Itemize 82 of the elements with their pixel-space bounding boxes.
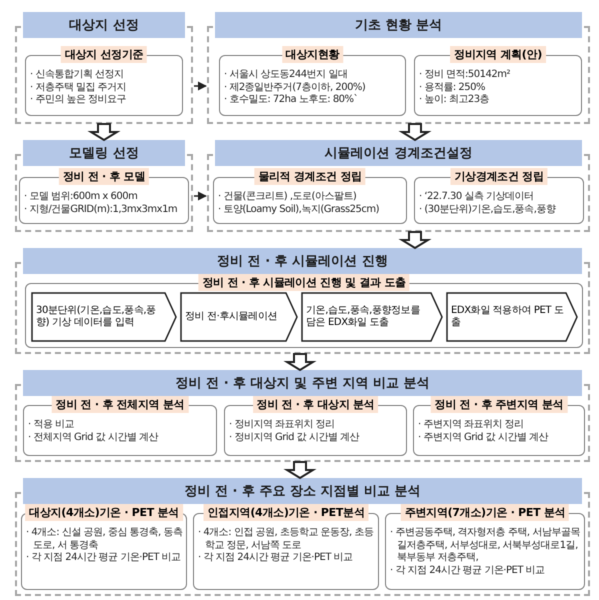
section-panel — [15, 478, 590, 596]
box-heading: 정비 전 · 후 시뮬레이션 진행 및 결과 도출 — [198, 274, 410, 291]
section-panel — [15, 140, 193, 232]
bullet-text: · 각 지점 24시간 평균 기온·PET 비교 — [390, 564, 546, 577]
process-step — [180, 292, 298, 342]
block-arrow — [283, 353, 317, 372]
step-text: 정비 전·후시뮬레이션 — [185, 310, 278, 324]
section-header: 정비 전 · 후 주요 장소 지점별 비교 분석 — [23, 478, 582, 504]
box-heading: 정비 전 · 후 모델 — [58, 168, 150, 185]
section-header: 기초 현황 분석 — [215, 12, 582, 38]
bullet-text: · 신속통합기획 선정지 — [30, 69, 125, 82]
box-heading: 주변지역(7개소)기온 · PET 분석 — [400, 504, 570, 521]
bullet-text: · 모델 범위:600m x 600m — [24, 191, 138, 204]
content-box — [213, 168, 407, 224]
content-box — [414, 168, 584, 224]
step-text: 30분단위(기온,습도,풍속,풍향) 기상 데이터를 입력 — [36, 304, 157, 330]
bullet-text: · 호수밀도: 72ha 노후도: 80%` — [224, 94, 360, 106]
box-heading: 대상지 선정기준 — [60, 46, 148, 63]
arrow — [194, 192, 207, 200]
section-header: 대상지 선정 — [23, 12, 185, 38]
bullet-text: · 전체지역 Grid 값 시간별 계산 — [28, 432, 160, 444]
bullet-text: · 주변공동주택, 격자형저층 주택, 서남부골목길저층주택, 서부성대로, 서북부성대로1길, 북부동부 저층주택, — [390, 527, 581, 564]
content-box — [385, 504, 585, 590]
box-heading: 대상지현황 — [282, 46, 344, 63]
box-heading: 정비 전 · 후 주변지역 분석 — [430, 396, 568, 413]
block-arrow — [398, 123, 432, 142]
bullet-text: · 각 지점 24시간 평균 기온·PET 비교 — [198, 552, 354, 564]
section-header: 정비 전 · 후 시뮬레이션 진행 — [23, 248, 582, 274]
content-box — [414, 46, 582, 116]
bullet-text: · (30분단위)기온,습도,풍속,풍향 — [419, 204, 557, 216]
bullet-text: · 제2종일반주거(7층이하, 200%) — [224, 82, 366, 94]
box-heading: 인접지역(4개소)기온 · PET분석 — [204, 504, 368, 521]
bullet-text: · 정비지역 Grid 값 시간별 계산 — [229, 432, 360, 444]
bullet-text: · 각 지점 24시간 평균 기온·PET 비교 — [26, 552, 182, 564]
block-arrow — [87, 123, 121, 142]
bullet-text: · 건물(콘크리트) ,도로(아스팔트) — [218, 191, 358, 204]
bullet-text: · 저층주택 밀집 주거지 — [30, 82, 128, 94]
box-heading: 물리적 경계조건 정립 — [254, 168, 366, 185]
box-heading: 정비 전 · 후 대상지 분석 — [252, 396, 378, 413]
process-step — [446, 292, 578, 342]
section-panel — [15, 248, 590, 354]
section-header: 정비 전 · 후 대상지 및 주변 지역 비교 분석 — [23, 370, 582, 396]
box-heading: 정비 전 · 후 전체지역 분석 — [52, 396, 188, 413]
content-box — [219, 46, 406, 116]
content-box — [21, 504, 187, 590]
content-box — [23, 396, 217, 456]
box-heading: 정비지역 계획(안) — [450, 46, 546, 63]
section-panel — [15, 12, 193, 124]
block-arrow — [398, 231, 432, 250]
bullet-text: · 지형/건물GRID(m):1,3mx3mx1m — [24, 204, 178, 216]
bullet-text: · ‘22.7.30 실측 기상데이터 — [419, 191, 535, 204]
bullet-text: · 용적률: 250% — [419, 82, 486, 94]
step-text: EDX화일 적용하여 PET 도출 — [451, 304, 564, 330]
bullet-text: · 정비 면적:50142m² — [419, 69, 511, 82]
arrow — [194, 82, 207, 90]
bullet-text: · 높이: 최고23층 — [419, 94, 490, 106]
bullet-text: · 주민의 높은 정비요구 — [30, 94, 128, 106]
section-header: 모델링 선정 — [23, 140, 185, 166]
content-box — [413, 396, 585, 456]
bullet-text: · 적용 비교 — [28, 419, 76, 432]
content-box — [25, 46, 183, 116]
process-step — [31, 292, 177, 342]
bullet-text: · 정비지역 좌표위치 정리 — [229, 419, 336, 432]
box-heading: 대상지(4개소)기온 · PET 분석 — [25, 504, 183, 521]
bullet-text: · 4개소: 인접 공원, 초등학교 운동장, 초등학교 정문, 서남쪽 도로 — [198, 527, 374, 552]
bullet-text: · 4개소: 신설 공원, 중심 통경축, 동측 도로, 서 통경축 — [26, 527, 184, 552]
bullet-text: · 토양(Loamy Soil),녹지(Grass25cm) — [218, 204, 380, 216]
block-arrow — [283, 461, 317, 480]
section-panel — [15, 370, 590, 462]
step-text: 기온,습도,풍속,풍향정보를 담은 EDX화일 도출 — [306, 304, 421, 330]
bullet-text: · 주변지역 좌표위치 정리 — [418, 419, 525, 432]
section-header: 시뮬레이션 경계조건설정 — [215, 140, 582, 166]
content-box — [224, 396, 407, 456]
bullet-text: · 서울시 상도동244번지 일대 — [224, 69, 348, 82]
content-box — [19, 168, 189, 224]
process-step — [301, 292, 443, 342]
section-panel — [207, 140, 590, 232]
content-box — [193, 504, 379, 590]
content-box — [25, 274, 583, 348]
box-heading: 기상경계조건 정립 — [450, 168, 548, 185]
section-panel — [207, 12, 590, 124]
bullet-text: · 주변지역 Grid 값 시간별 계산 — [418, 432, 550, 444]
